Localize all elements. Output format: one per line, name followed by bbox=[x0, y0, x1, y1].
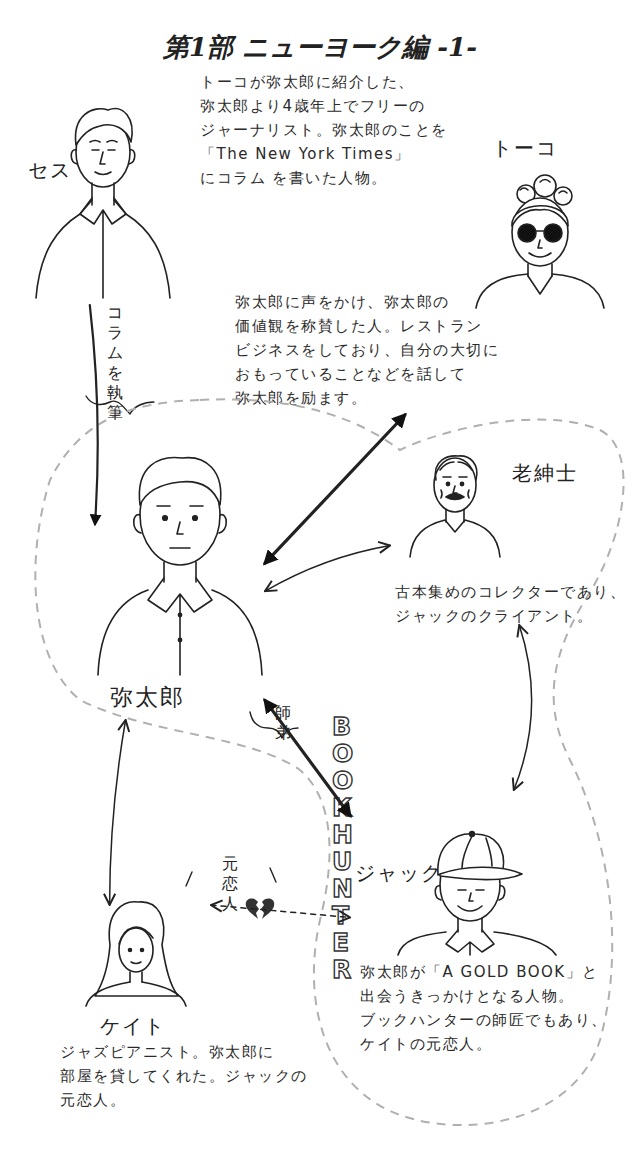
character-description: トーコが弥太郎に紹介した、 弥太郎より4歳年上でフリーの ジャーナリスト。弥太郎… bbox=[200, 70, 472, 190]
jack-portrait bbox=[446, 930, 494, 955]
character-node: 弥太郎 bbox=[95, 440, 265, 720]
kate-portrait bbox=[141, 949, 144, 952]
toko-portrait bbox=[528, 264, 552, 276]
character-node: セス トーコが弥太郎に紹介した、 弥太郎より4歳年上でフリーの ジャーナリスト。弥… bbox=[25, 65, 505, 305]
broken-heart bbox=[261, 899, 274, 919]
old-gentleman-portrait bbox=[446, 494, 464, 500]
toko-portrait bbox=[544, 224, 562, 242]
seth-portrait bbox=[80, 198, 126, 298]
edge-label: 元恋人 bbox=[222, 854, 239, 914]
kate-portrait bbox=[130, 962, 142, 982]
character-node: 老紳士古本集めのコレクターであり、 ジャックのクライアント。 bbox=[390, 440, 625, 625]
edge-label: 師弟 bbox=[275, 703, 292, 743]
character-description: 弥太郎に声をかけ、弥太郎の 価値観を称賛した人。レストラン ビジネスをしており、… bbox=[235, 290, 520, 410]
toko-portrait bbox=[476, 274, 604, 308]
edge-label: コラムを 執筆 bbox=[107, 303, 124, 423]
old-gentleman-portrait bbox=[410, 520, 500, 557]
connector-arrow bbox=[90, 305, 98, 524]
character-description: 弥太郎が「A GOLD BOOK」と 出会うきっかけとなる人物。 ブックハンター… bbox=[360, 960, 624, 1056]
yataro-portrait bbox=[164, 562, 196, 582]
yataro-portrait bbox=[178, 613, 181, 616]
toko-portrait bbox=[476, 175, 604, 308]
character-name: ジャック bbox=[355, 860, 465, 886]
character-name: トーコ bbox=[492, 135, 602, 161]
jack-portrait bbox=[458, 918, 482, 932]
jack-portrait bbox=[435, 886, 505, 900]
character-name: セス bbox=[28, 157, 98, 183]
old-gentleman-portrait bbox=[435, 456, 477, 480]
jack-portrait bbox=[458, 890, 484, 911]
character-name: 老紳士 bbox=[512, 460, 622, 486]
broken-heart bbox=[246, 899, 275, 919]
character-node: ジャック弥太郎が「A GOLD BOOK」と 出会うきっかけとなる人物。 ブック… bbox=[350, 790, 610, 1045]
character-node: トーコ弥太郎に声をかけ、弥太郎の 価値観を称賛した人。レストラン ビジネスをして… bbox=[230, 135, 610, 415]
old-gentleman-portrait bbox=[410, 456, 500, 557]
yataro-portrait bbox=[193, 516, 198, 521]
connector-arrow bbox=[514, 625, 532, 790]
character-name: 弥太郎 bbox=[110, 684, 260, 710]
character-node: ケイトジャズピアニスト。弥太郎に 部屋を貸してくれた。ジャックの 元恋人。 bbox=[55, 905, 315, 1105]
character-description: ジャズピアニスト。弥太郎に 部屋を貸してくれた。ジャックの 元恋人。 bbox=[60, 1040, 324, 1112]
jack-portrait bbox=[398, 932, 556, 955]
yataro-portrait bbox=[163, 516, 168, 521]
seth-portrait bbox=[36, 109, 170, 298]
toko-portrait bbox=[512, 198, 568, 266]
connector-arrow bbox=[265, 545, 390, 591]
character-description: 古本集めのコレクターであり、 ジャックのクライアント。 bbox=[395, 580, 640, 628]
toko-portrait bbox=[520, 180, 567, 194]
toko-portrait bbox=[512, 206, 568, 226]
jack-portrait bbox=[440, 867, 522, 879]
kate-portrait bbox=[95, 902, 178, 996]
toko-portrait bbox=[534, 175, 556, 197]
character-name: ケイト bbox=[100, 1013, 210, 1039]
yataro-portrait bbox=[157, 506, 203, 548]
yataro-portrait bbox=[178, 638, 181, 641]
broken-heart bbox=[246, 899, 259, 919]
seth-portrait bbox=[90, 141, 117, 175]
group-label: BOOK HUNTER bbox=[332, 713, 354, 983]
connector-arrow bbox=[110, 720, 126, 905]
kate-portrait bbox=[119, 928, 153, 972]
old-gentleman-portrait bbox=[441, 477, 469, 498]
toko-portrait bbox=[554, 187, 572, 205]
kate-portrait bbox=[86, 902, 186, 1006]
old-gentleman-portrait bbox=[446, 482, 449, 485]
toko-portrait bbox=[518, 224, 536, 242]
old-gentleman-portrait bbox=[434, 458, 476, 512]
kate-portrait bbox=[119, 927, 153, 944]
seth-portrait bbox=[92, 183, 114, 205]
jack-portrait bbox=[398, 832, 556, 955]
kate-portrait bbox=[129, 949, 132, 952]
old-gentleman-portrait bbox=[446, 510, 464, 522]
connector-arrow bbox=[265, 415, 405, 563]
diagram-title: 第1部 ニューヨーク編 -1- bbox=[0, 30, 640, 65]
yataro-portrait bbox=[139, 458, 220, 505]
seth-portrait bbox=[76, 109, 133, 145]
yataro-portrait bbox=[98, 458, 262, 675]
decoration-mark bbox=[86, 396, 298, 886]
kate-portrait bbox=[86, 982, 186, 1006]
jack-portrait bbox=[462, 836, 492, 868]
toko-portrait bbox=[529, 231, 551, 257]
dashed-group-outline bbox=[35, 399, 623, 1125]
yataro-portrait bbox=[148, 578, 212, 675]
connector-arrow bbox=[265, 700, 350, 815]
old-gentleman-portrait bbox=[460, 482, 463, 485]
